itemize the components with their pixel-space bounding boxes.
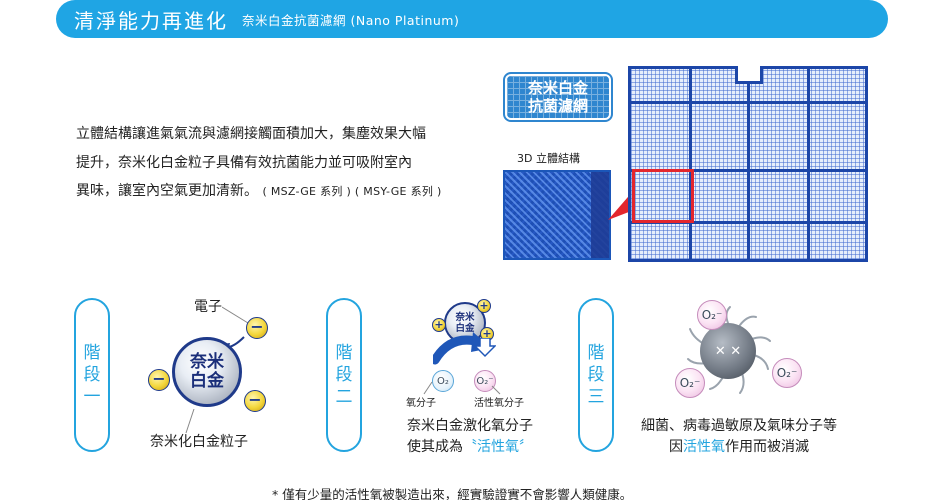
step-1-caption: 奈米化白金粒子 [150,434,248,450]
step-1-label: 階 段 一 [74,298,110,452]
platinum-core-line-2: 白金 [190,371,224,391]
zoom-pointer-arrow [608,190,634,220]
active-oxygen-molecule: O₂⁻ [697,300,727,330]
step-1-text-top: 階 [83,343,101,363]
step-3-label: 階 段 三 [578,298,614,452]
filter-notch [735,66,763,84]
description-line-1: 立體結構讓進氣氣流與濾網接觸面積加大，集塵效果大幅 [76,126,426,142]
active-oxygen-molecule: O₂⁻ [772,358,802,388]
filter-image [628,66,868,262]
description-line-2: 提升，奈米化白金粒子具備有效抗菌能力並可吸附室內 [76,154,412,171]
nano-platinum-filter-badge: 奈米白金 抗菌濾網 [505,74,611,120]
step-3-caption-suffix: 作用而被消滅 [725,439,809,455]
oxygen-molecule: O₂ [432,370,454,392]
section-header: 清淨能力再進化 奈米白金抗菌濾網 (Nano Platinum) [56,0,888,38]
positive-charge: + [432,318,446,332]
badge-line-2: 抗菌濾網 [527,97,588,115]
step-2-caption-line-1: 奈米白金激化氧分子 [407,418,533,434]
step-3-text-bottom: 段 [587,365,605,385]
platinum-small-line-2: 白金 [455,323,475,334]
section-title: 清淨能力再進化 [74,8,228,33]
model-series: ( MSZ-GE 系列 ) ( MSY-GE 系列 ) [262,185,442,198]
electron-label: 電子 [194,299,222,315]
section-subtitle: 奈米白金抗菌濾網 (Nano Platinum) [242,12,460,28]
step-1-text-bottom: 段 [83,365,101,385]
platinum-core-line-1: 奈米 [190,352,224,372]
electron-particle: − [246,317,268,339]
step-3-text-top: 階 [587,343,605,363]
platinum-particle: 奈米 白金 [172,337,242,407]
step-3-caption-line-1: 細菌、病毒過敏原及氣味分子等 [641,418,837,434]
description-line-3: 異味，讓室內空氣更加清新。 ( MSZ-GE 系列 ) ( MSY-GE 系列 … [76,177,496,207]
step-2-caption: 奈米白金激化氧分子 使其成為〝活性氧〞 [380,416,560,458]
3d-structure-label: 3D 立體結構 [517,152,580,165]
platinum-small-line-1: 奈米 [455,312,475,323]
footnote: * 僅有少量的活性氧被製造出來，經實驗證實不會影響人類健康。 [272,487,633,500]
badge-line-1: 奈米白金 [527,79,588,97]
filter-closeup-image [503,170,611,260]
germ-icon: ✕ ✕ [700,323,756,379]
step-2-caption-line-2: 使其成為〝活性氧〞 [380,437,560,458]
description-text: 立體結構讓進氣氣流與濾網接觸面積加大，集塵效果大幅 提升，奈米化白金粒子具備有效… [76,120,496,207]
active-oxygen-molecule: O₂⁻ [675,368,705,398]
step-3-caption: 細菌、病毒過敏原及氣味分子等 因活性氧作用而被消滅 [614,416,864,458]
step-3-number: 三 [587,387,605,407]
oxygen-label: 氧分子 [406,398,436,409]
step-1-number: 一 [83,387,101,407]
positive-charge: + [477,299,491,313]
step-2-caption-prefix: 使其成為 [407,439,463,455]
drop-arrow [474,338,496,358]
step-3-caption-line-2: 因活性氧作用而被消滅 [614,437,864,458]
step-2-number: 二 [335,387,353,407]
description-line-3-text: 異味，讓室內空氣更加清新。 [76,183,258,199]
germ-face: ✕ ✕ [714,343,742,359]
particle-leader-line [185,409,195,434]
active-oxygen-molecule: O₂⁻ [474,370,496,392]
electron-leader-line [222,306,249,324]
active-oxygen-label: 活性氧分子 [474,398,524,409]
step-3-caption-prefix: 因 [669,439,683,455]
filter-zoom-highlight [632,169,694,223]
electron-particle: − [244,390,266,412]
active-oxygen-highlight: 活性氧 [683,439,725,455]
step-2-label: 階 段 二 [326,298,362,452]
active-oxygen-highlight: 〝活性氧〞 [463,439,533,455]
step-2-text-top: 階 [335,343,353,363]
molecule-leader-lines [423,381,501,395]
step-2-text-bottom: 段 [335,365,353,385]
electron-particle: − [148,369,170,391]
